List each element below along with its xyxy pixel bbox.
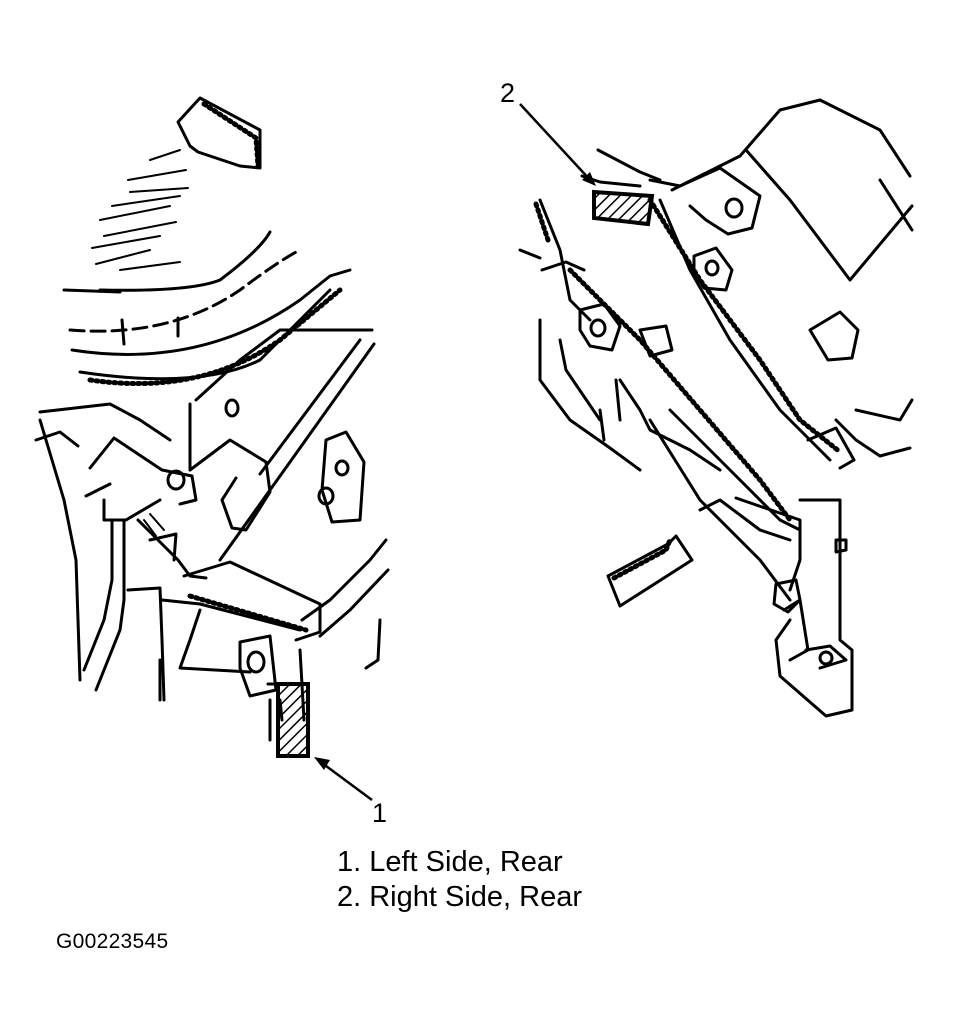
legend-item-left-side-rear: 1. Left Side, Rear <box>337 846 563 878</box>
location-1-hatched-area <box>276 682 310 758</box>
callout-1-leader <box>317 758 373 802</box>
right-pillar-structure <box>518 98 914 718</box>
front-direction-arrow-left <box>176 96 262 170</box>
right-side-view: 2 <box>500 78 914 718</box>
upper-panel-lines <box>62 149 352 387</box>
left-pillar-structure <box>34 328 390 722</box>
callout-1-number: 1 <box>372 798 387 828</box>
legend-item-right-side-rear: 2. Right Side, Rear <box>337 881 583 913</box>
callout-2-leader <box>519 103 593 183</box>
callout-2-number: 2 <box>500 78 515 108</box>
left-side-view: 1 <box>34 96 390 828</box>
figure-id: G00223545 <box>56 930 169 953</box>
legend: 1. Left Side, Rear 2. Right Side, Rear <box>337 845 582 915</box>
location-2-hatched-area <box>592 189 655 227</box>
front-direction-arrow-right <box>606 534 694 608</box>
